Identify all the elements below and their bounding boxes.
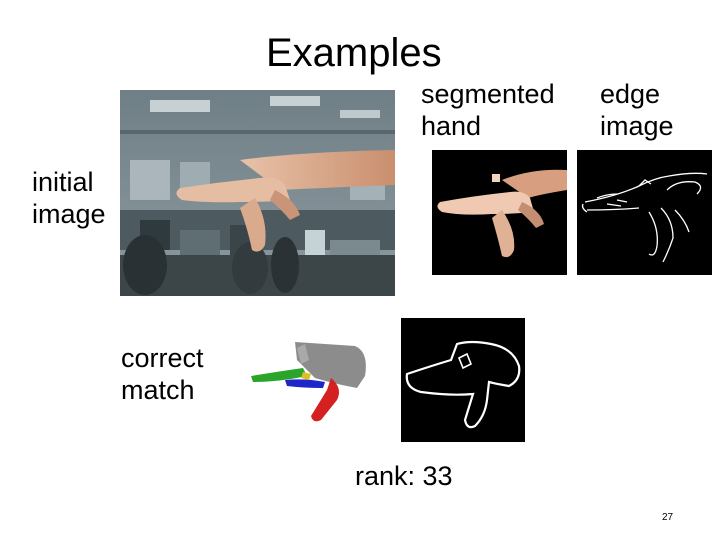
rank-text: rank: 33 — [355, 461, 453, 491]
correct-match-label: correct match — [121, 342, 204, 406]
initial-image-label: initial image — [32, 166, 106, 230]
correct-match-label-line1: correct — [121, 343, 204, 373]
edge-image-label-line2: image — [600, 111, 674, 141]
segmented-hand-label: segmented hand — [421, 78, 555, 142]
initial-image-label-line1: initial — [32, 167, 94, 197]
edge-image-label-line1: edge — [600, 79, 661, 109]
edge-image-label: edge image — [600, 78, 674, 142]
model-match-render — [245, 338, 370, 426]
slide-title: Examples — [266, 31, 442, 75]
edge-image — [577, 150, 712, 275]
correct-match-label-line2: match — [121, 375, 195, 405]
initial-image-photo — [120, 90, 395, 296]
model-outline-image — [401, 318, 525, 442]
initial-image-label-line2: image — [32, 199, 106, 229]
segmented-hand-image — [432, 150, 567, 275]
page-number: 27 — [662, 512, 674, 523]
segmented-hand-label-line2: hand — [421, 111, 482, 141]
segmented-hand-label-line1: segmented — [421, 79, 555, 109]
